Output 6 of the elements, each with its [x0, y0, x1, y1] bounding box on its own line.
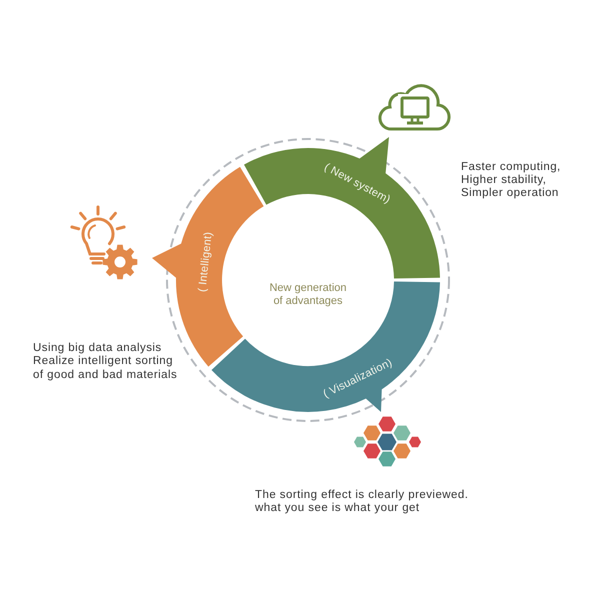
- center-text: New generation of advantages: [268, 282, 348, 307]
- ring-segment: [244, 137, 440, 279]
- description-text: Using big data analysis Realize intelligent sorting of good and bad materials: [33, 342, 178, 382]
- description-text: Faster computing, Higher stability, Simpler operation: [461, 161, 562, 200]
- segment-label: ( Intelligent): [196, 231, 214, 292]
- description-text: The sorting effect is clearly previewed. what you see is what your get: [255, 489, 470, 515]
